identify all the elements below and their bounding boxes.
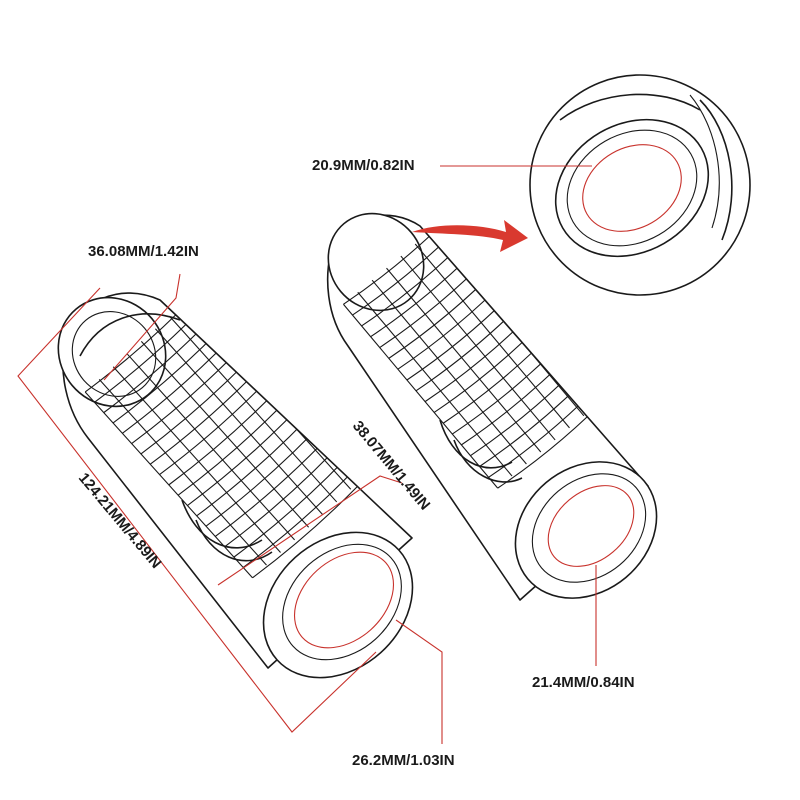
left-grip-inner-collar [79, 313, 181, 357]
dim-label-21mm: 21.4MM/0.84IN [532, 674, 635, 691]
right-grip [326, 212, 658, 601]
detail-arrow-icon [412, 220, 528, 252]
knurl-axial-line [400, 255, 556, 441]
knurl-axial-line [357, 291, 513, 477]
knurl-axial-line [154, 328, 324, 515]
knurl-axial-line [98, 378, 267, 566]
left-grip-bore [293, 551, 395, 649]
left-grip-back-cap [57, 296, 167, 408]
knurl-axial-line [414, 243, 570, 429]
knurl-axial-line [342, 303, 499, 489]
knurl-ring-line [84, 293, 212, 393]
knurl-axial-line [126, 353, 295, 541]
dimension-lines [17, 165, 597, 744]
knurl-axial-line [169, 315, 338, 503]
right-grip-bore [547, 485, 635, 567]
detail-bore [582, 144, 682, 232]
dim-label-36mm: 36.08MM/1.42IN [88, 243, 199, 260]
dim-label-20mm: 20.9MM/0.82IN [312, 157, 415, 174]
right-grip-back-cap [327, 212, 425, 312]
detail-circle [529, 74, 751, 296]
knurl-axial-line [371, 279, 527, 465]
dim-label-26mm: 26.2MM/1.03IN [352, 752, 455, 769]
detail-magnifier [529, 74, 751, 296]
knurl-axial-line [386, 267, 542, 453]
left-grip [57, 292, 414, 679]
knurl-axial-line [140, 341, 310, 528]
left-grip-front-end [262, 531, 414, 679]
knurl-axial-line [112, 366, 281, 553]
